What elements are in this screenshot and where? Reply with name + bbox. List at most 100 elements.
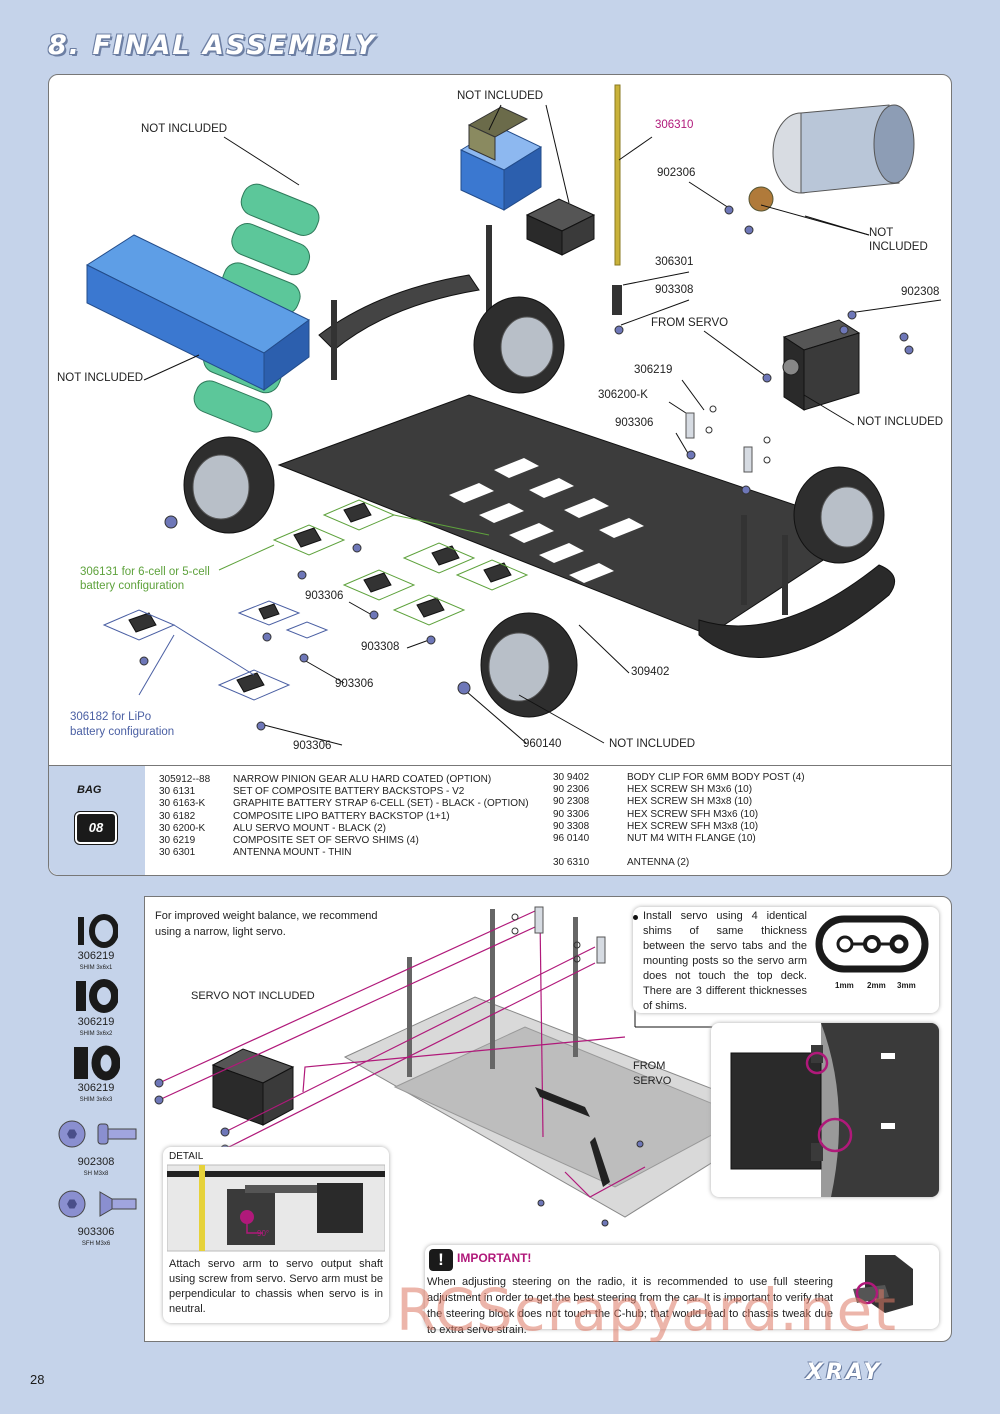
shim-size-3: 3mm bbox=[897, 981, 916, 990]
servo-dark-body bbox=[211, 1048, 295, 1126]
part-desc: COMPOSITE SET OF SERVO SHIMS (4) bbox=[233, 835, 419, 847]
part-desc: ANTENNA MOUNT - THIN bbox=[233, 847, 352, 859]
part-desc: NARROW PINION GEAR ALU HARD COATED (OPTI… bbox=[233, 774, 492, 785]
part-code: 30 6200-K bbox=[159, 822, 206, 834]
receiver-illustration bbox=[525, 198, 596, 256]
shim-3mm-icon bbox=[74, 1045, 120, 1081]
steering-block-illustration bbox=[853, 1255, 913, 1313]
label-not-included-esc: NOT INCLUDED bbox=[457, 90, 544, 102]
part-desc: COMPOSITE LIPO BATTERY BACKSTOP (1+1) bbox=[233, 810, 450, 822]
label-screw-903308-top: 903308 bbox=[655, 284, 694, 296]
servo-install-illustration bbox=[154, 906, 787, 1227]
shim-1mm-icon bbox=[78, 914, 118, 948]
motor-illustration bbox=[748, 104, 915, 212]
part-desc: ALU SERVO MOUNT - BLACK (2) bbox=[233, 822, 386, 834]
bullet-dot bbox=[633, 915, 638, 920]
servo-closeup-illustration bbox=[730, 1023, 939, 1197]
part-row: 30 6131 SET OF COMPOSITE BATTERY BACKSTOP… bbox=[159, 786, 529, 798]
part-code: 30 6182 bbox=[159, 810, 196, 822]
screws-illustration bbox=[139, 205, 914, 731]
label-screw-902306: 902306 bbox=[657, 167, 696, 179]
label-not-included-motor-1: NOT bbox=[869, 227, 894, 239]
label-from-servo: FROM SERVO bbox=[651, 317, 729, 329]
weight-note-2: using a narrow, light servo. bbox=[155, 926, 286, 938]
chassis-illustration bbox=[277, 225, 896, 658]
backstop-parts-illustration bbox=[128, 502, 512, 693]
label-screw-902308: 902308 bbox=[901, 286, 940, 298]
part-code: 30 6163-K bbox=[159, 798, 206, 810]
part-desc: NUT M4 WITH FLANGE (10) bbox=[627, 833, 756, 845]
bag-label: BAG bbox=[77, 784, 102, 796]
part-row: 30 6163-K GRAPHITE BATTERY STRAP 6-CELL (… bbox=[159, 798, 529, 810]
antenna-illustration bbox=[614, 84, 621, 266]
part-code: 30 6131 bbox=[159, 786, 196, 798]
servo-closeup-callout bbox=[711, 1023, 939, 1197]
brand-logo: XRAY bbox=[806, 1360, 883, 1385]
part-code: 30 6219 bbox=[159, 835, 196, 847]
label-body-clip: 309402 bbox=[631, 666, 670, 678]
antenna-mount-illustration bbox=[612, 285, 622, 315]
part-desc: SET OF COMPOSITE BATTERY BACKSTOPS - V2 bbox=[233, 786, 465, 798]
option-desc: ANTENNA (2) bbox=[627, 857, 690, 868]
part-code: 305912--88 bbox=[159, 774, 211, 785]
label-screw-903306-low: 903306 bbox=[335, 678, 374, 690]
label-backstop-6cell-1: 306131 for 6-cell or 5-cell bbox=[80, 566, 210, 578]
part-desc: HEX SCREW SFH M3x8 (10) bbox=[627, 820, 759, 832]
detail-angle: 90° bbox=[257, 1229, 270, 1238]
shim-note-callout: Install servo using 4 identical shims of… bbox=[633, 907, 939, 1013]
label-shims-306219: 306219 bbox=[634, 364, 673, 376]
label-antenna-mount: 306301 bbox=[655, 256, 694, 268]
bag-number-badge: 08 bbox=[74, 811, 118, 845]
label-lipo-1: 306182 for LiPo bbox=[70, 711, 152, 723]
from-servo-label-2: SERVO bbox=[633, 1075, 672, 1087]
shim-size-2: 2mm bbox=[867, 981, 886, 990]
part-desc: GRAPHITE BATTERY STRAP 6-CELL (SET) - BL… bbox=[233, 798, 529, 810]
assembly-diagram-panel: NOT INCLUDED NOT INCLUDED 306310 902306 … bbox=[48, 74, 952, 766]
label-not-included-servo: NOT INCLUDED bbox=[857, 416, 944, 428]
servo-install-panel: For improved weight balance, we recommen… bbox=[144, 896, 952, 1342]
servo-illustration bbox=[782, 319, 861, 411]
part-row: 30 9402 BODY CLIP FOR 6MM BODY POST (4) bbox=[553, 772, 805, 784]
important-text: When adjusting steering on the radio, it… bbox=[427, 1276, 833, 1336]
label-not-included-motor-2: INCLUDED bbox=[869, 241, 928, 253]
part-row: 30 6219 COMPOSITE SET OF SERVO SHIMS (4) bbox=[159, 835, 529, 847]
part-code: 30 9402 bbox=[553, 772, 590, 783]
part-desc: HEX SCREW SFH M3x6 (10) bbox=[627, 808, 759, 820]
page-title: 8. FINAL ASSEMBLY bbox=[48, 30, 377, 61]
part-code: 90 2306 bbox=[553, 784, 590, 796]
part-row: 305912--88 NARROW PINION GEAR ALU HARD CO… bbox=[159, 774, 529, 786]
shim-note-text: Install servo using 4 identical shims of… bbox=[643, 910, 807, 1012]
label-servo-mount: 306200-K bbox=[598, 389, 648, 401]
assembly-illustration bbox=[85, 84, 942, 746]
part-row: 90 3306 HEX SCREW SFH M3x6 (10) bbox=[553, 809, 805, 821]
label-screw-903306-mid: 903306 bbox=[305, 590, 344, 602]
page-number: 28 bbox=[30, 1372, 45, 1387]
detail-note: Attach servo arm to servo output shaft u… bbox=[169, 1258, 383, 1315]
bag-number: 08 bbox=[88, 820, 104, 835]
parts-list-bar: BAG 08 305912--88 NARROW PINION GEAR ALU … bbox=[48, 766, 952, 876]
part-row: 90 2306 HEX SCREW SH M3x6 (10) bbox=[553, 784, 805, 796]
bag-column: BAG 08 bbox=[49, 766, 145, 875]
part-code: 90 2308 bbox=[553, 796, 590, 808]
part-desc: HEX SCREW SH M3x6 (10) bbox=[627, 784, 753, 796]
detail-illustration bbox=[167, 1164, 385, 1252]
servo-mount-illustration bbox=[685, 412, 695, 439]
part-desc: BODY CLIP FOR 6MM BODY POST (4) bbox=[627, 772, 805, 783]
warning-icon: ! bbox=[429, 1249, 453, 1271]
shim-size-1: 1mm bbox=[835, 981, 854, 990]
wheels-illustration bbox=[183, 296, 885, 718]
parts-list-left: 305912--88 NARROW PINION GEAR ALU HARD CO… bbox=[159, 774, 529, 859]
from-servo-label-1: FROM bbox=[633, 1060, 666, 1072]
config-outline-lipo bbox=[102, 600, 329, 701]
part-code: 90 3306 bbox=[553, 808, 590, 820]
label-not-included-battery-cells: NOT INCLUDED bbox=[141, 123, 228, 135]
